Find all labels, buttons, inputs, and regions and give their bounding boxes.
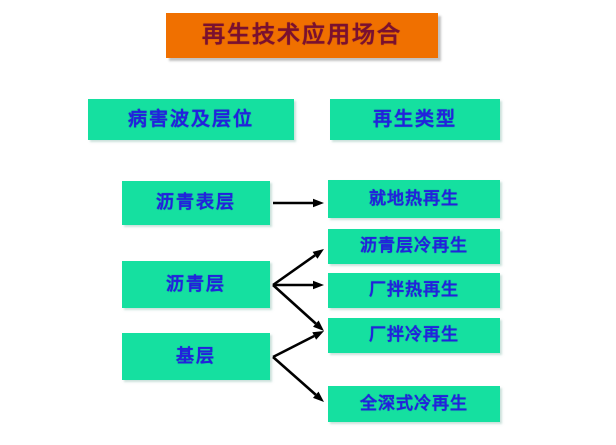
source-box-asphalt-layer: 沥青层	[122, 261, 270, 308]
target-box-plant-hot-recycling: 厂拌热再生	[328, 273, 500, 308]
connector-arrow	[272, 356, 324, 402]
diagram-title-box: 再生技术应用场合	[166, 13, 438, 58]
target-box-plant-cold-recycling: 厂拌冷再生	[328, 318, 500, 353]
connector-arrow	[272, 284, 324, 331]
target-box-label: 厂拌热再生	[369, 280, 459, 300]
right-column-header: 再生类型	[330, 99, 500, 140]
connector-arrow	[272, 249, 324, 287]
target-box-label: 厂拌冷再生	[369, 325, 459, 345]
target-box-asphalt-layer-cold-recycling: 沥青层冷再生	[328, 229, 500, 264]
connector-arrow	[273, 198, 324, 208]
left-column-header-label: 病害波及层位	[127, 108, 254, 130]
left-column-header: 病害波及层位	[88, 99, 294, 140]
target-box-label: 沥青层冷再生	[360, 236, 468, 256]
connector-arrow	[273, 280, 324, 290]
source-box-label: 沥青层	[166, 273, 226, 295]
connector-arrow	[272, 331, 324, 359]
target-box-hot-in-place-recycling: 就地热再生	[328, 180, 500, 218]
target-box-full-depth-cold-recycling: 全深式冷再生	[328, 386, 500, 422]
source-box-base-layer: 基层	[122, 333, 270, 380]
source-box-label: 基层	[176, 345, 216, 367]
source-box-asphalt-surface: 沥青表层	[122, 181, 270, 225]
target-box-label: 就地热再生	[369, 188, 459, 209]
diagram-title-text: 再生技术应用场合	[202, 22, 402, 48]
right-column-header-label: 再生类型	[372, 108, 457, 130]
target-box-label: 全深式冷再生	[360, 393, 468, 414]
source-box-label: 沥青表层	[156, 192, 236, 213]
